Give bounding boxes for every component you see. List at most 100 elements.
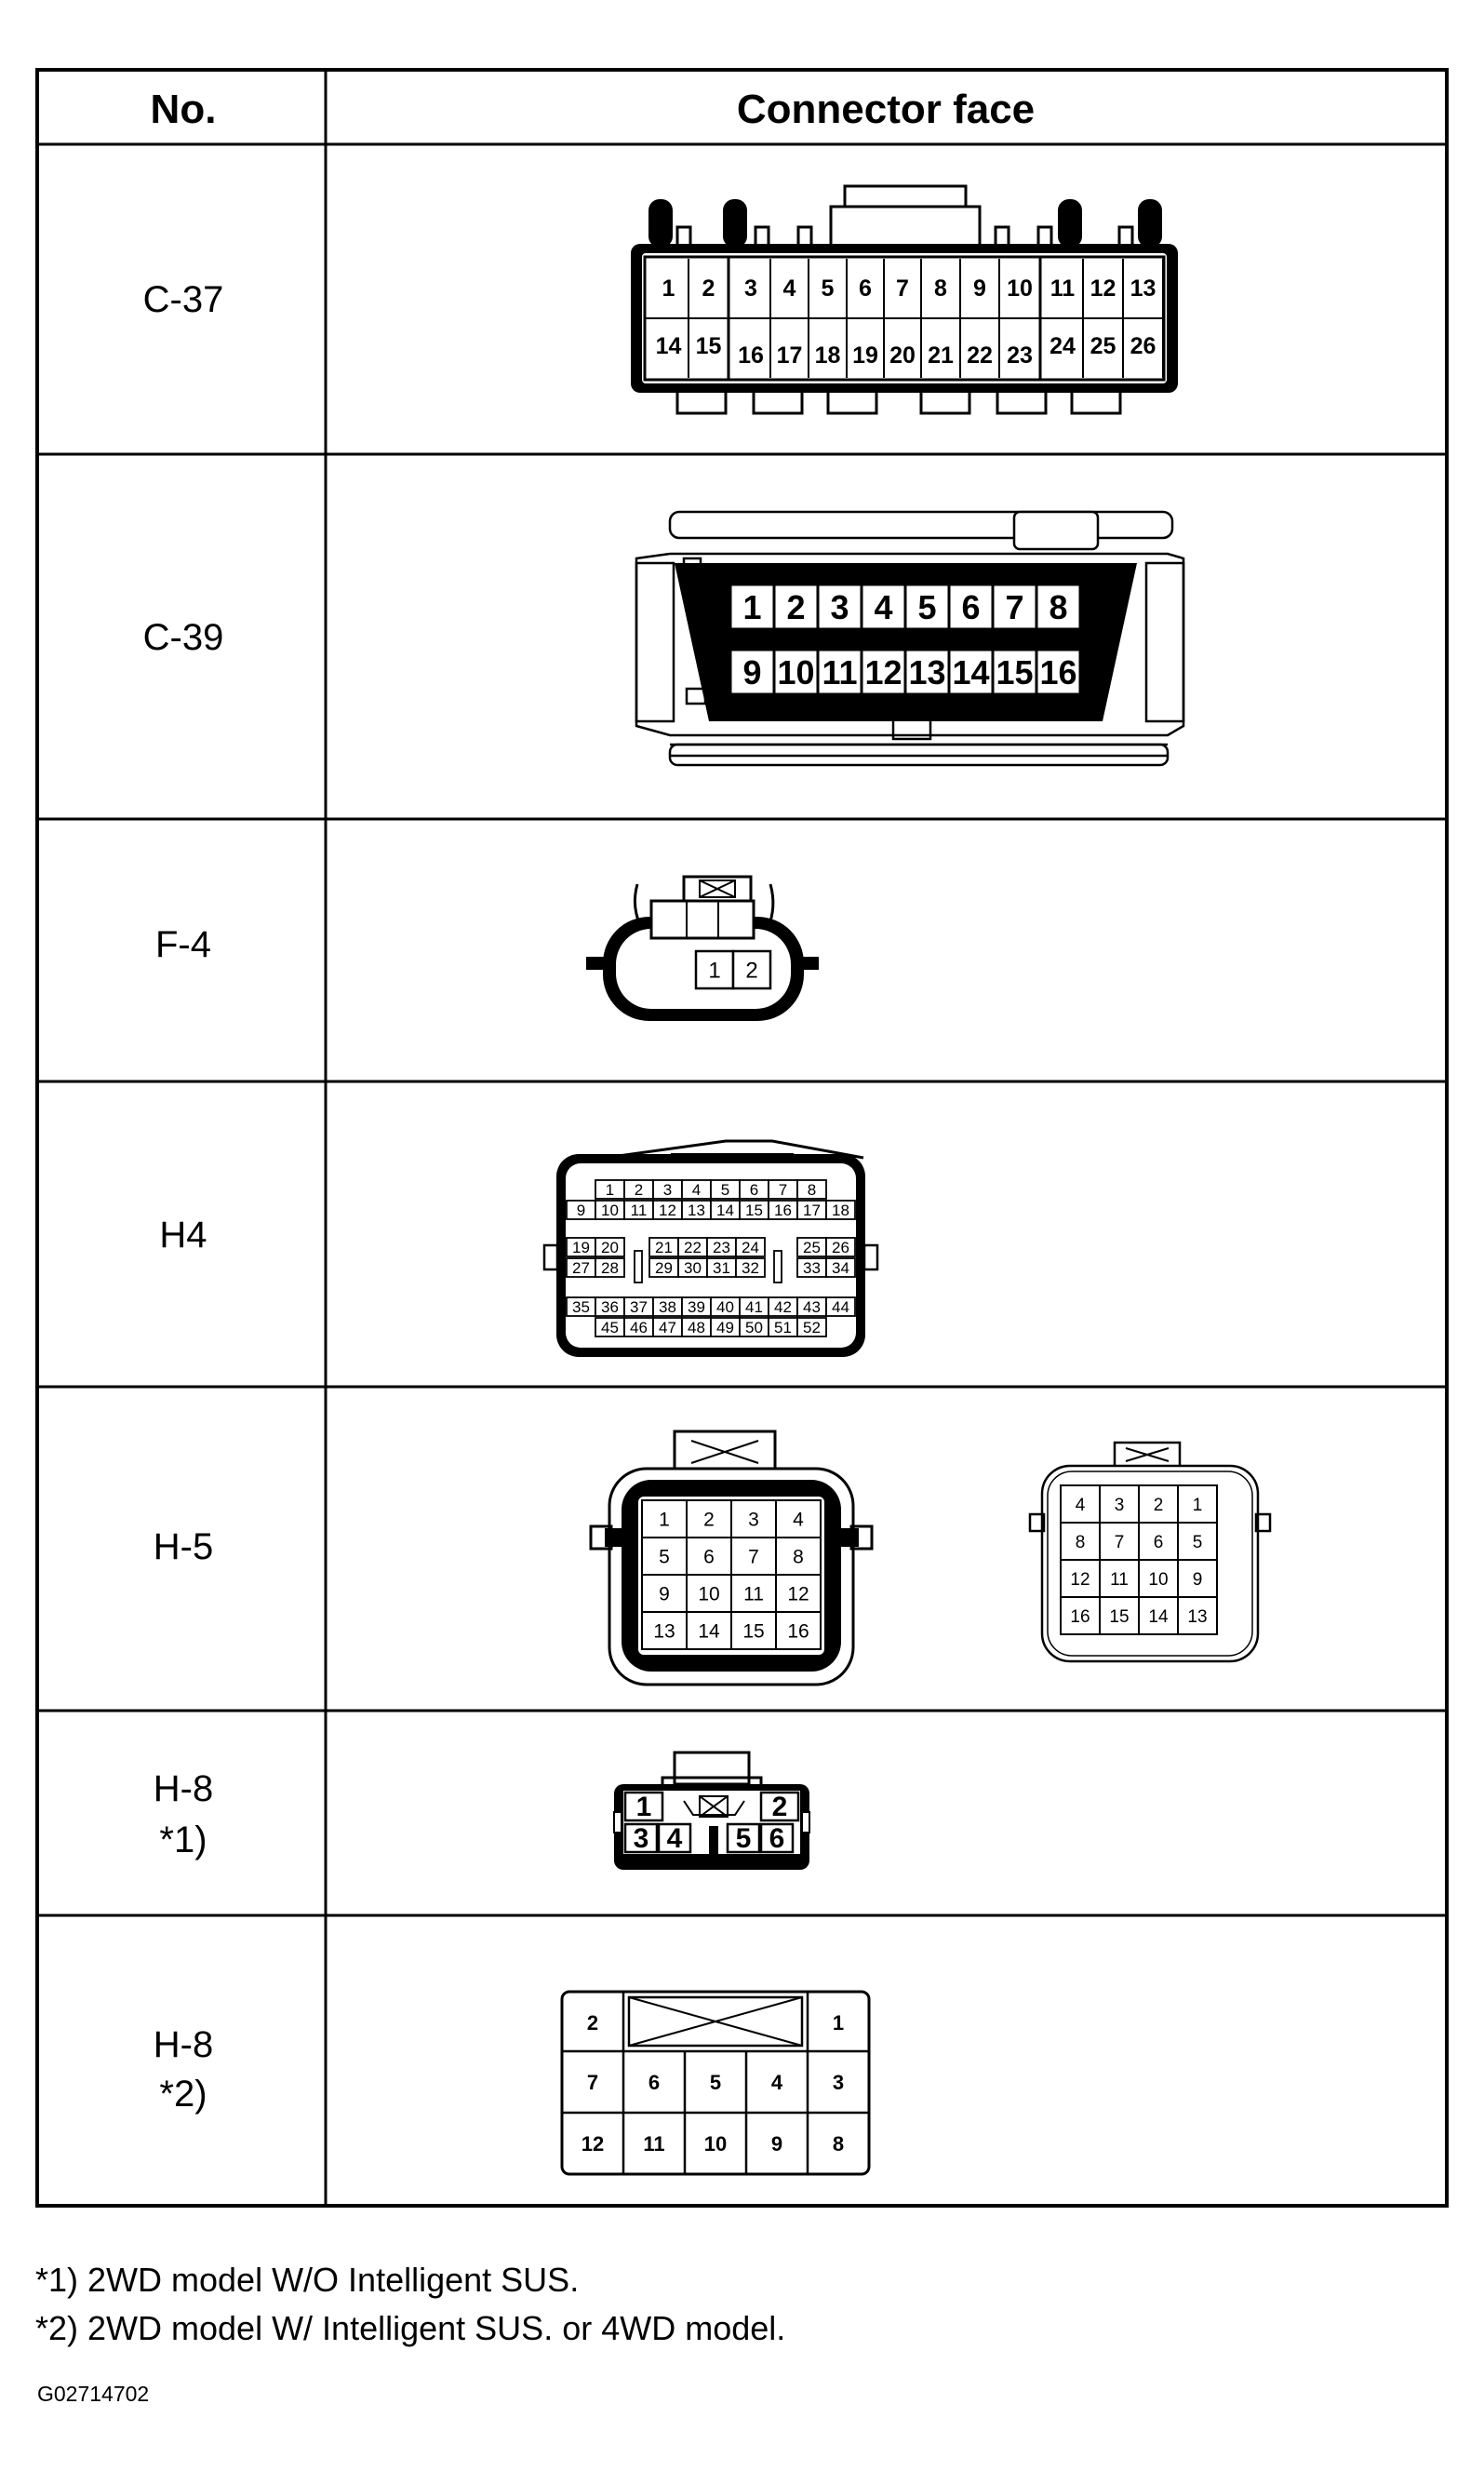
pin-cell: 5 (822, 259, 848, 378)
pin-label: 1 (636, 1792, 652, 1822)
pin-cell: 22 (677, 1237, 708, 1257)
pin-cell: 17 (777, 342, 803, 369)
pin-cell: 15 (739, 1200, 769, 1220)
pin-label: 15 (742, 1621, 764, 1643)
pin-cell: 2 (772, 583, 820, 631)
pin-cell: 10 (1007, 275, 1033, 302)
row-label-h4: H4 (159, 1215, 207, 1256)
pin-cell: 45 (595, 1317, 625, 1337)
pin-cell: 26 (825, 1237, 856, 1257)
row-label-h8b: H-8 (154, 2024, 213, 2065)
pin-cell: 5 (710, 1179, 741, 1200)
pin-label: 7 (1115, 1533, 1125, 1552)
pin-label: 51 (774, 1319, 792, 1336)
pin-label: 36 (601, 1298, 619, 1316)
pin-label: 13 (908, 653, 945, 692)
pin-cell: 9 (566, 1200, 596, 1220)
pin-label: 9 (577, 1202, 585, 1219)
pin-cell: 12 (1060, 1559, 1101, 1598)
pin-cell: 7 (1099, 1522, 1140, 1561)
pin-cell: 24 (735, 1237, 766, 1257)
pin-label: 12 (864, 653, 902, 692)
pin-label: 33 (803, 1259, 821, 1277)
pin-label: 2 (1154, 1496, 1164, 1515)
connector-c37 (631, 184, 1178, 415)
pin-label: 23 (713, 1239, 730, 1256)
pin-label: 13 (1130, 275, 1156, 302)
pin-cell: 19 (852, 342, 878, 369)
pin-label: 18 (815, 342, 841, 369)
pin-label: 3 (1115, 1496, 1125, 1515)
pin-label: 2 (772, 1792, 788, 1822)
pin-cell: 41 (739, 1296, 769, 1317)
pin-cell: 52 (796, 1317, 827, 1337)
pin-label: 24 (742, 1239, 759, 1256)
pin-cell: 15 (1099, 1596, 1140, 1635)
pin-cell: 5 (1177, 1522, 1218, 1561)
pin-label: 20 (889, 342, 916, 369)
pin-cell: 8 (775, 1537, 822, 1576)
pin-cell: 3 (730, 1499, 777, 1538)
pin-cell: 18 (815, 342, 841, 369)
pin-cell: 9 (641, 1574, 688, 1613)
pin-label: 14 (698, 1621, 720, 1643)
pin-label: 20 (601, 1239, 619, 1256)
pin-cell: 11 (1099, 1559, 1140, 1598)
pin-cell: 16 (775, 1611, 822, 1650)
pin-label: 5 (736, 1823, 752, 1854)
pin-cell: 16 (768, 1200, 798, 1220)
pin-cell: 37 (623, 1296, 654, 1317)
figure-code: G02714702 (37, 2382, 149, 2406)
pin-cell: 14 (947, 648, 995, 696)
pin-label: 4 (667, 1823, 683, 1854)
pin-label: 2 (587, 2011, 598, 2035)
pin-cell: 11 (623, 1200, 654, 1220)
pin-label: 9 (659, 1584, 670, 1605)
pin-cell: 5 (726, 1822, 761, 1854)
pin-cell: 11 (816, 648, 863, 696)
pin-label: 4 (874, 588, 892, 626)
pin-cell: 39 (681, 1296, 712, 1317)
pin-cell: 20 (595, 1237, 625, 1257)
pin-cell: 14 (1138, 1596, 1179, 1635)
pin-label: 27 (572, 1259, 590, 1277)
pin-label: 16 (738, 342, 764, 369)
pin-cell: 2 (702, 275, 715, 302)
pin-label: 1 (662, 275, 675, 302)
table-grid (35, 68, 1449, 2208)
pin-label: 26 (832, 1239, 849, 1256)
pin-label: 30 (684, 1259, 702, 1277)
pin-label: 11 (822, 653, 857, 692)
pin-label: 11 (1110, 1570, 1129, 1590)
pin-cell: 25 (796, 1237, 827, 1257)
pin-label: 6 (961, 588, 980, 626)
pin-label: 12 (659, 1202, 676, 1219)
pin-label: 16 (1070, 1607, 1090, 1627)
pin-label: 24 (1049, 333, 1076, 359)
pin-cell: 15 (991, 648, 1038, 696)
pin-label: 7 (779, 1181, 787, 1199)
pin-cell: 3 (816, 583, 863, 631)
pin-cell: 13 (641, 1611, 688, 1650)
pin-label: 31 (713, 1259, 730, 1277)
pin-label: 15 (1109, 1607, 1129, 1627)
pin-cell: 4 (681, 1179, 712, 1200)
pin-cell: 12 (1090, 259, 1124, 378)
pin-label: 8 (934, 275, 947, 302)
pin-label: 34 (832, 1259, 849, 1277)
pin-label: 25 (1090, 333, 1116, 359)
pin-cell: 32 (735, 1257, 766, 1278)
pin-label: 26 (1130, 333, 1156, 359)
pin-label: 8 (1076, 1533, 1086, 1552)
pin-cell: 1 (595, 1179, 625, 1200)
footnote-1: *1) 2WD model W/O Intelligent SUS. (35, 2261, 579, 2299)
pin-cell: 13 (1130, 259, 1164, 378)
pin-label: 9 (973, 275, 986, 302)
pin-label: 4 (783, 275, 796, 302)
pin-label: 1 (742, 588, 761, 626)
pin-label: 10 (698, 1584, 719, 1605)
pin-cell: 36 (595, 1296, 625, 1317)
